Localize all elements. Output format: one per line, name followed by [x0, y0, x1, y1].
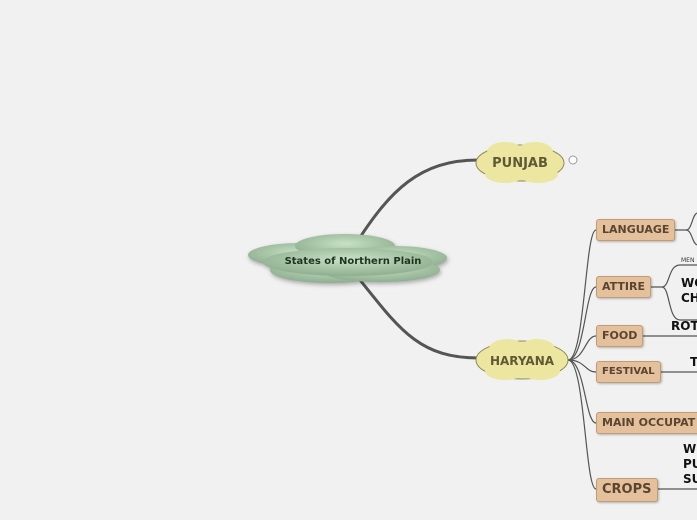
crops-leaf[interactable]: PU: [683, 457, 697, 471]
crops-leaf[interactable]: W: [683, 442, 697, 456]
topic-main-occupation[interactable]: MAIN OCCUPAT: [596, 412, 697, 434]
topic-attire[interactable]: ATTIRE: [596, 276, 651, 298]
haryana-cloud-puffs: [477, 339, 567, 380]
topic-language[interactable]: LANGUAGE: [596, 219, 676, 241]
central-cloud[interactable]: [248, 234, 447, 283]
central-topic[interactable]: States of Northern Plain: [284, 256, 422, 267]
state-haryana[interactable]: HARYANA: [489, 354, 555, 368]
festival-leaf[interactable]: T: [690, 355, 697, 369]
attire-leaf[interactable]: WO: [681, 276, 697, 290]
topic-crops[interactable]: CROPS: [596, 478, 658, 502]
plus-circle-icon[interactable]: [568, 155, 578, 165]
attire-leaf[interactable]: CH: [681, 291, 697, 305]
punjab-cloud-puffs: [477, 142, 563, 183]
crops-leaf[interactable]: SU: [683, 472, 697, 486]
topic-food[interactable]: FOOD: [596, 325, 644, 347]
topic-festival[interactable]: FESTIVAL: [596, 361, 661, 383]
attire-men-label: MEN: [681, 257, 695, 264]
state-punjab[interactable]: PUNJAB: [492, 156, 548, 171]
food-leaf[interactable]: ROT: [671, 319, 697, 333]
